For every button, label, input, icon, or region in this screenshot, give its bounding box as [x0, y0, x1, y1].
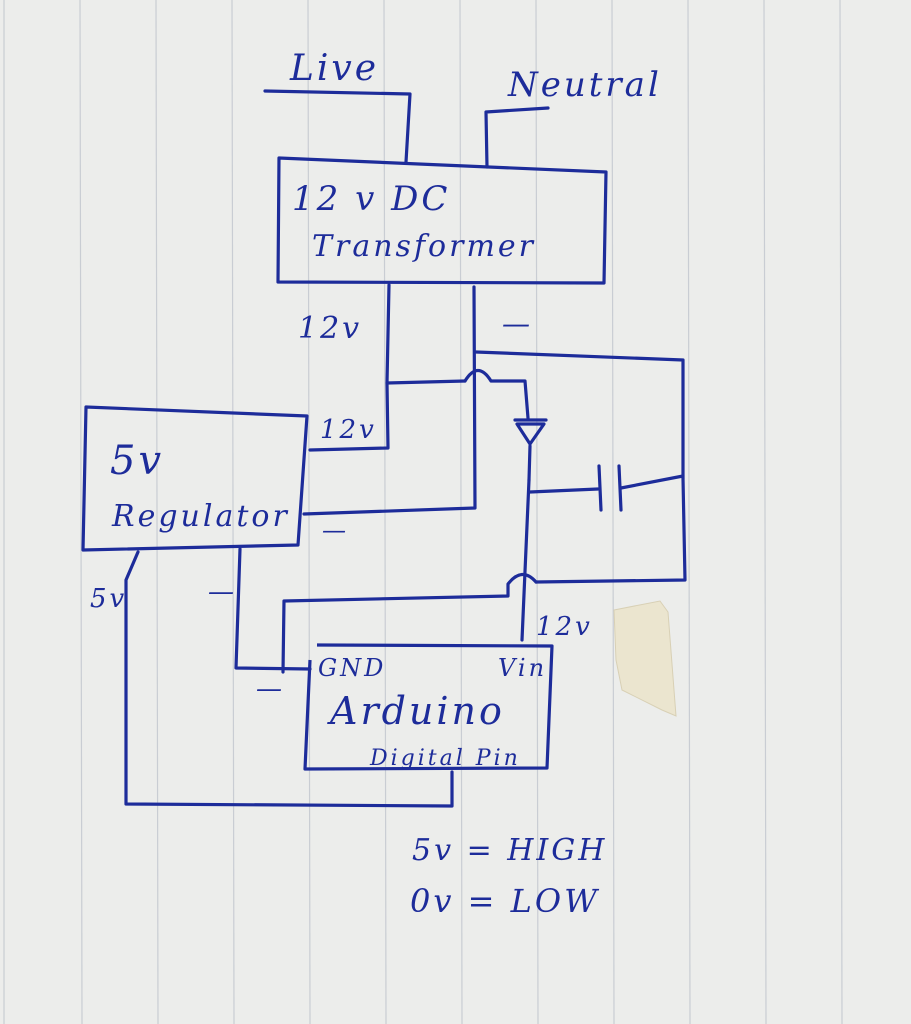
label-neg-left: —	[208, 577, 237, 607]
note-5v-high: 5v = HIGH	[412, 833, 607, 868]
label-arduino-digital-pin: Digital Pin	[369, 746, 521, 771]
arduino-box	[303, 643, 554, 771]
wire-diode-to-vin	[520, 478, 531, 642]
wire-regulator-gnd	[234, 547, 312, 671]
diode-symbol	[513, 418, 548, 482]
wire-12v-regulator-input	[308, 381, 390, 452]
label-live: Live	[289, 48, 379, 89]
wire-hop-over-2	[281, 572, 538, 674]
wire-negative-rail	[302, 285, 477, 516]
capacitor-symbol	[528, 464, 685, 512]
neutral-wire	[484, 106, 550, 169]
wire-cap-loop-bottom	[534, 476, 687, 584]
label-neg-regulator-out: —	[322, 516, 349, 544]
tape-piece	[613, 600, 677, 717]
label-neutral: Neutral	[507, 65, 662, 105]
label-arduino-name: Arduino	[327, 689, 505, 733]
label-transformer-line1: 12 v DC	[292, 179, 450, 219]
label-regulator-line2: Regulator	[111, 499, 290, 534]
label-arduino-vin: Vin	[498, 654, 547, 682]
label-12v-regulator-in: 12v	[320, 415, 377, 445]
label-arduino-gnd: GND	[318, 654, 386, 682]
note-0v-low: 0v = LOW	[410, 882, 600, 920]
label-5v: 5v	[90, 584, 127, 614]
label-neg-top: —	[502, 307, 533, 340]
wire-negative-to-cap-loop	[474, 350, 685, 480]
regulator-box	[81, 405, 309, 552]
label-transformer-line2: Transformer	[312, 229, 536, 264]
label-12v-arduino: 12v	[536, 612, 593, 642]
label-12v-top: 12v	[298, 311, 362, 346]
live-wire	[263, 89, 412, 164]
transformer-box	[276, 156, 608, 285]
wire-12v-to-regulator	[385, 283, 467, 385]
label-neg-arduino: —	[256, 674, 285, 704]
label-regulator-line1: 5v	[110, 438, 164, 484]
wire-5v-to-digital-pin	[124, 550, 454, 808]
wire-hop-over	[463, 368, 530, 420]
